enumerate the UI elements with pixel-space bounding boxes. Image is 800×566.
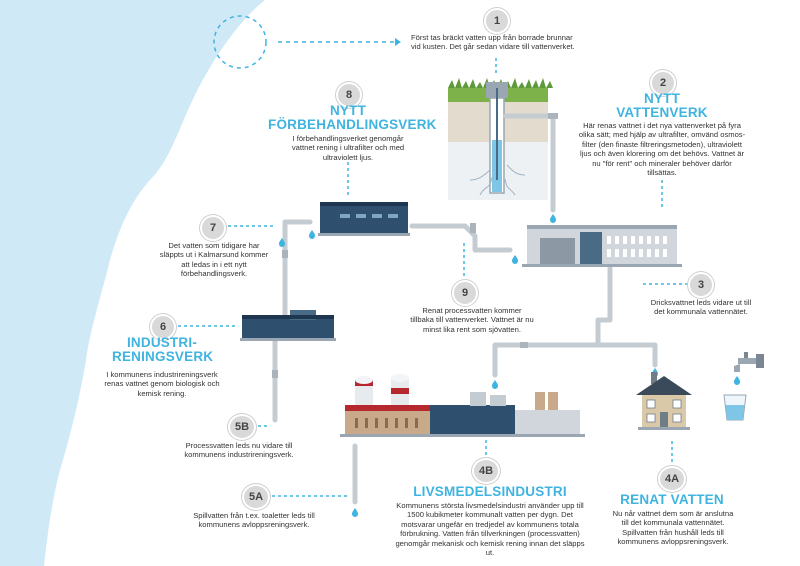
food-industry-factory (340, 374, 585, 437)
step-2-heading-line2: VATTENVERK (616, 105, 708, 120)
step-6-heading: INDUSTRI- RENINGSVERK (112, 335, 214, 364)
step-9-text: Renat processvatten kommer tillbaka till… (410, 306, 534, 334)
step-2-badge: 2 (650, 70, 676, 96)
step-4b-heading: LIVSMEDELSINDUSTRI (413, 484, 567, 499)
industrial-treatment-building (240, 310, 336, 341)
pretreatment-building (318, 202, 410, 236)
step-3-text: Dricksvattnet leds vidare ut till det ko… (650, 298, 752, 317)
water-tap-icon (734, 352, 764, 385)
step-5b-text: Processvatten leds nu vidare till kommun… (184, 441, 294, 460)
step-2-heading: NYTT VATTENVERK (600, 92, 724, 120)
sea-coastline (0, 0, 265, 566)
house-icon (636, 372, 692, 430)
step-6-heading-line1: INDUSTRI- (126, 335, 198, 350)
step-2-text: Här renas vattnet i det nya vattenverket… (578, 121, 746, 178)
step-4a-text: Nu når vattnet dem som är anslutna till … (612, 509, 734, 547)
water-glass-icon (723, 394, 747, 421)
step-6-text: I kommunens industrireningsverk renas va… (104, 370, 220, 398)
step-6-heading-line2: RENINGSVERK (112, 349, 214, 364)
step-2-heading-line1: NYTT (643, 91, 681, 106)
step-8-heading-line2: FÖRBEHANDLINGSVERK (268, 117, 437, 132)
step-4b-text: Kommunens största livsmedelsindustri anv… (395, 501, 585, 558)
step-1-text: Först tas bräckt vatten upp från borrade… (411, 33, 575, 52)
source-dashed-circle (213, 15, 267, 69)
step-8-badge: 8 (336, 82, 362, 108)
step-4b-badge: 4B (472, 458, 500, 484)
step-7-badge: 7 (200, 215, 226, 241)
step-5b-badge: 5B (228, 414, 256, 440)
step-9-badge: 9 (452, 280, 478, 306)
step-4a-badge: 4A (658, 466, 686, 492)
step-8-heading-line1: NYTT (329, 103, 367, 118)
well-icon (448, 58, 553, 200)
waterworks-building (522, 225, 682, 267)
step-7-text: Det vatten som tidigare har släppts ut i… (159, 241, 269, 279)
step-5a-text: Spillvatten från t.ex. toaletter leds ti… (193, 511, 315, 530)
step-4a-heading: RENAT VATTEN (620, 492, 724, 507)
step-5a-badge: 5A (242, 484, 270, 510)
step-8-heading: NYTT FÖRBEHANDLINGSVERK (268, 103, 437, 132)
step-8-text: I förbehandlingsverket genomgår vattnet … (291, 134, 405, 162)
step-3-badge: 3 (688, 272, 714, 298)
step-6-badge: 6 (150, 314, 176, 340)
step-1-badge: 1 (484, 8, 510, 34)
